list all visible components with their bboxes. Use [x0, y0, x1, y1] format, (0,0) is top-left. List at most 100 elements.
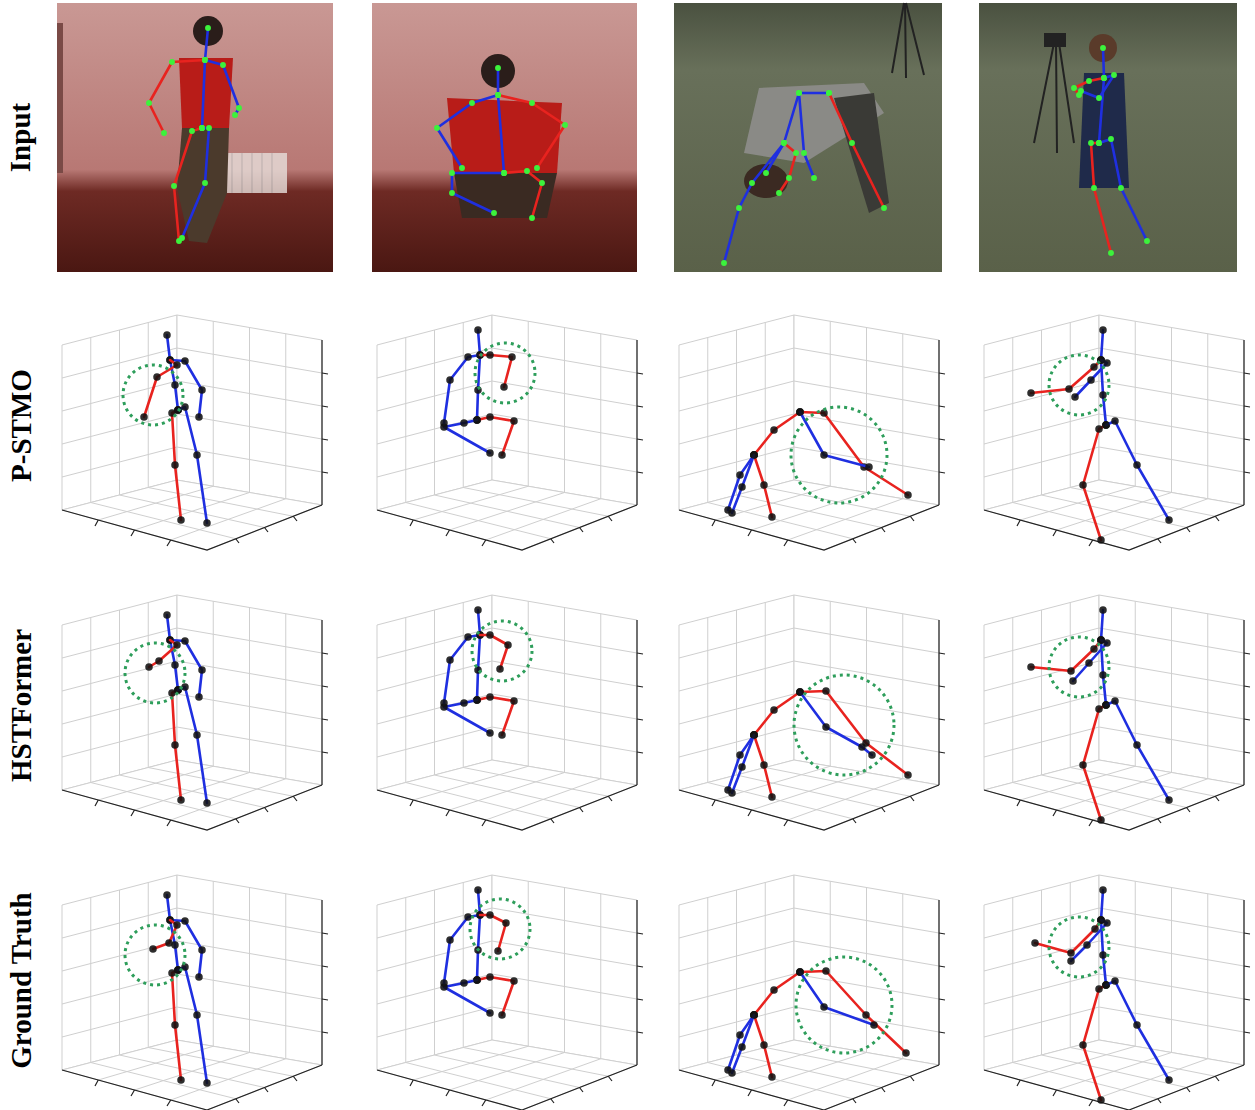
pose-plot	[1049, 637, 1109, 697]
input-photo	[892, 3, 924, 78]
pose-plot	[794, 675, 894, 775]
pose-plot	[984, 595, 1250, 830]
input-photo	[57, 3, 333, 272]
input-photo	[1074, 78, 1104, 95]
input-photo	[1091, 143, 1111, 253]
input-photo	[182, 128, 209, 238]
input-photo	[1034, 43, 1074, 153]
input-photo	[1044, 33, 1066, 47]
pose-plot	[728, 412, 800, 517]
pose-plot	[800, 972, 874, 1025]
input-photo	[177, 128, 229, 243]
pose-plot	[679, 875, 945, 1110]
pose-plot	[62, 595, 328, 830]
pose-plot	[377, 315, 643, 550]
pose-plot	[377, 315, 643, 550]
pose-plot	[444, 330, 514, 455]
input-photo	[205, 60, 239, 115]
pose-plot	[1083, 890, 1169, 1100]
input-photo	[452, 173, 504, 213]
pose-plot	[1031, 360, 1101, 393]
input-photo	[372, 3, 637, 272]
pose-plot	[984, 315, 1250, 550]
pose-plot	[1049, 917, 1109, 977]
input-photo	[454, 173, 557, 218]
pose-plot	[490, 635, 508, 669]
pose-plot	[984, 875, 1250, 1110]
pose-plot	[1083, 610, 1169, 820]
pose-plot	[1071, 920, 1107, 961]
input-photo	[1099, 139, 1147, 241]
pose-plot	[1049, 355, 1109, 415]
pose-plot	[791, 407, 887, 503]
pose-plot	[490, 355, 512, 387]
row-label: Ground Truth	[7, 892, 36, 1069]
input-photo	[799, 93, 814, 178]
row-label: HSTFormer	[7, 628, 36, 781]
input-photo	[498, 95, 565, 168]
pose-plot	[475, 343, 535, 403]
pose-plot	[984, 875, 1250, 1110]
pose-plot	[984, 595, 1250, 830]
pose-plot	[62, 875, 328, 1110]
input-photo	[372, 3, 637, 272]
input-photo	[1081, 75, 1114, 98]
input-photo	[57, 3, 333, 272]
input-photo	[979, 3, 1237, 272]
pose-plot	[1031, 640, 1101, 671]
pose-plot	[167, 335, 207, 523]
pose-plot	[1075, 360, 1107, 397]
input-photo	[744, 164, 788, 198]
pose-plot	[679, 595, 945, 830]
row-label: Input	[7, 102, 36, 171]
pose-plot	[62, 315, 328, 550]
pose-plot	[167, 895, 207, 1083]
input-photo	[979, 3, 1237, 272]
input-photo	[202, 28, 208, 128]
pose-plot	[1035, 920, 1101, 953]
input-photo	[437, 95, 498, 168]
pose-plot	[472, 621, 532, 681]
pose-plot	[62, 595, 328, 830]
pose-plot	[1083, 330, 1169, 540]
input-photo	[57, 23, 63, 173]
pose-plot	[377, 595, 643, 830]
pose-plot	[149, 645, 177, 667]
pose-plot	[444, 890, 514, 1015]
input-photo	[498, 68, 504, 173]
pose-plot	[679, 595, 945, 830]
pose-plot	[796, 957, 892, 1053]
input-photo	[779, 143, 796, 193]
pose-plot	[679, 315, 945, 550]
pose-plot	[377, 875, 643, 1110]
pose-plot	[125, 643, 185, 703]
pose-plot	[679, 315, 945, 550]
pose-plot	[800, 412, 908, 495]
pose-plot	[800, 692, 872, 755]
pose-plot	[167, 615, 207, 803]
pose-plot	[728, 692, 800, 797]
pose-plot	[1073, 640, 1107, 681]
pose-plot	[984, 315, 1250, 550]
pose-plot	[377, 875, 643, 1110]
row-label: P-STMO	[7, 369, 36, 482]
input-photo	[724, 143, 784, 263]
input-photo	[222, 153, 272, 193]
input-photo	[829, 93, 884, 208]
input-photo	[834, 93, 889, 213]
pose-plot	[800, 412, 869, 467]
pose-plot	[125, 925, 185, 985]
input-photo	[1079, 73, 1129, 188]
pose-plot	[62, 315, 328, 550]
pose-plot	[377, 595, 643, 830]
input-photo	[504, 171, 542, 218]
pose-plot	[800, 691, 908, 775]
pose-plot	[123, 365, 183, 425]
input-photo	[149, 60, 205, 133]
input-photo	[674, 3, 942, 272]
pose-plot	[490, 915, 506, 951]
pose-plot	[470, 899, 530, 959]
pose-plot	[728, 972, 800, 1077]
pose-plot	[62, 875, 328, 1110]
